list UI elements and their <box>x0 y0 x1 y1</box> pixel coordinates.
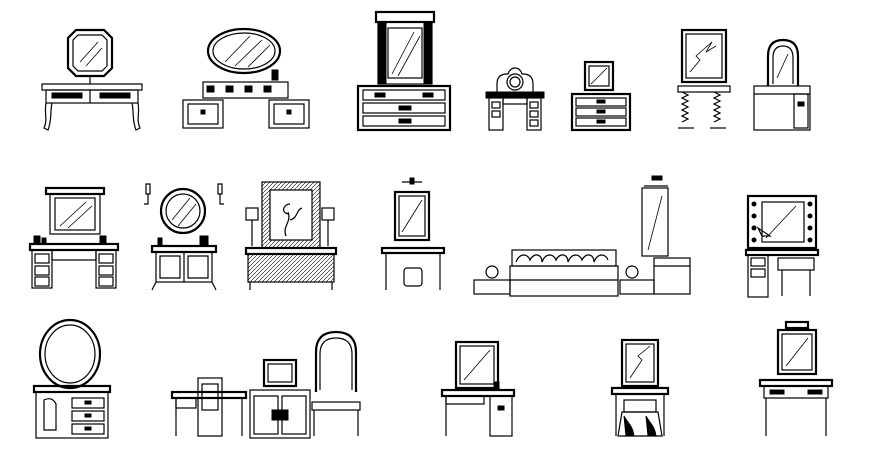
vanity-spring-leg-mirror <box>677 28 731 129</box>
vanity-desk-chair-tv-cabinet <box>170 330 361 439</box>
vanity-long-bench-floral <box>473 175 691 297</box>
vanity-octagon-mirror-cabriole <box>41 28 143 131</box>
vanity-ornate-frame-lamps <box>244 181 338 290</box>
vanity-round-mirror-sconces <box>144 183 224 291</box>
vanity-hutch-mirror-cabinet <box>28 186 120 289</box>
vanity-wall-mirror-stool <box>380 177 446 290</box>
vanity-tall-mirror-chest <box>356 10 452 132</box>
vanity-hollywood-lights <box>744 194 820 298</box>
vanity-square-mirror-chest <box>570 60 632 132</box>
vanity-mirror-draped-table <box>610 338 670 437</box>
vanity-framed-mirror-table <box>758 320 834 436</box>
vanity-oval-mirror-two-pedestal <box>182 27 310 129</box>
vanity-arched-clock-mirror <box>485 67 545 131</box>
vanity-arched-tri-mirror <box>753 38 811 131</box>
vanity-oval-mirror-chest <box>32 318 112 439</box>
vanity-mirror-desk-drawers <box>440 340 516 437</box>
